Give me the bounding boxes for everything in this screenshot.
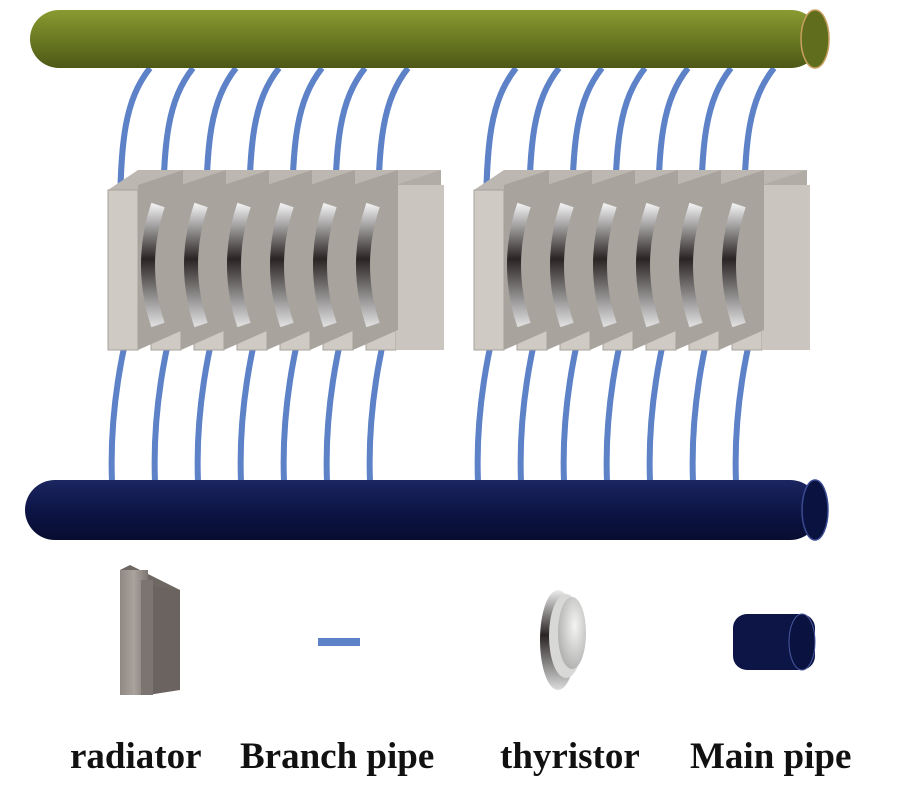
lower-branch-pipe — [366, 329, 389, 483]
lower-branch-pipe — [108, 329, 131, 483]
top-main-pipe — [30, 9, 830, 69]
thyristor — [356, 202, 380, 328]
main-pipe-label: Main pipe — [690, 736, 852, 777]
radiator — [473, 189, 505, 351]
thyristor — [507, 202, 531, 328]
lower-branch-pipe — [323, 329, 346, 483]
lower-branch-pipe — [560, 329, 583, 483]
thyristor-label: thyristor — [500, 736, 640, 777]
lower-branch-pipe — [646, 329, 669, 483]
lower-branch-pipe — [517, 329, 540, 483]
radiator-thyristor-stacks — [107, 170, 810, 351]
lower-branch-pipe — [237, 329, 260, 483]
lower-branch-pipe — [280, 329, 303, 483]
radiator-top-face — [474, 170, 549, 190]
lower-branch-pipe — [689, 329, 712, 483]
radiator-end-plate — [762, 185, 810, 350]
bottom-main-pipe — [25, 479, 829, 541]
radiator-top-face — [108, 170, 183, 190]
thyristor — [270, 202, 294, 328]
thyristor-legend-icon — [540, 590, 586, 690]
radiator — [107, 189, 139, 351]
lower-branch-pipe — [732, 329, 755, 483]
thyristor — [550, 202, 574, 328]
thyristor — [184, 202, 208, 328]
thyristor — [227, 202, 251, 328]
thyristor — [593, 202, 617, 328]
lower-branch-pipe — [194, 329, 217, 483]
thyristor — [313, 202, 337, 328]
radiator-label: radiator — [70, 736, 202, 777]
lower-branch-pipe — [151, 329, 174, 483]
radiator-thyristor-unit — [107, 170, 183, 351]
radiator-thyristor-unit — [473, 170, 549, 351]
radiator-end-plate — [396, 185, 444, 350]
thyristor — [636, 202, 660, 328]
branch-pipe-label: Branch pipe — [240, 736, 435, 777]
lower-branch-pipe — [474, 329, 497, 483]
thyristor — [679, 202, 703, 328]
thyristor — [722, 202, 746, 328]
thyristor — [141, 202, 165, 328]
main-pipe-legend-icon — [733, 613, 816, 671]
lower-branch-pipe — [603, 329, 626, 483]
lower-branch-pipes — [108, 329, 755, 483]
branch-pipe-legend-icon — [318, 638, 360, 646]
radiator-legend-icon — [120, 565, 180, 695]
